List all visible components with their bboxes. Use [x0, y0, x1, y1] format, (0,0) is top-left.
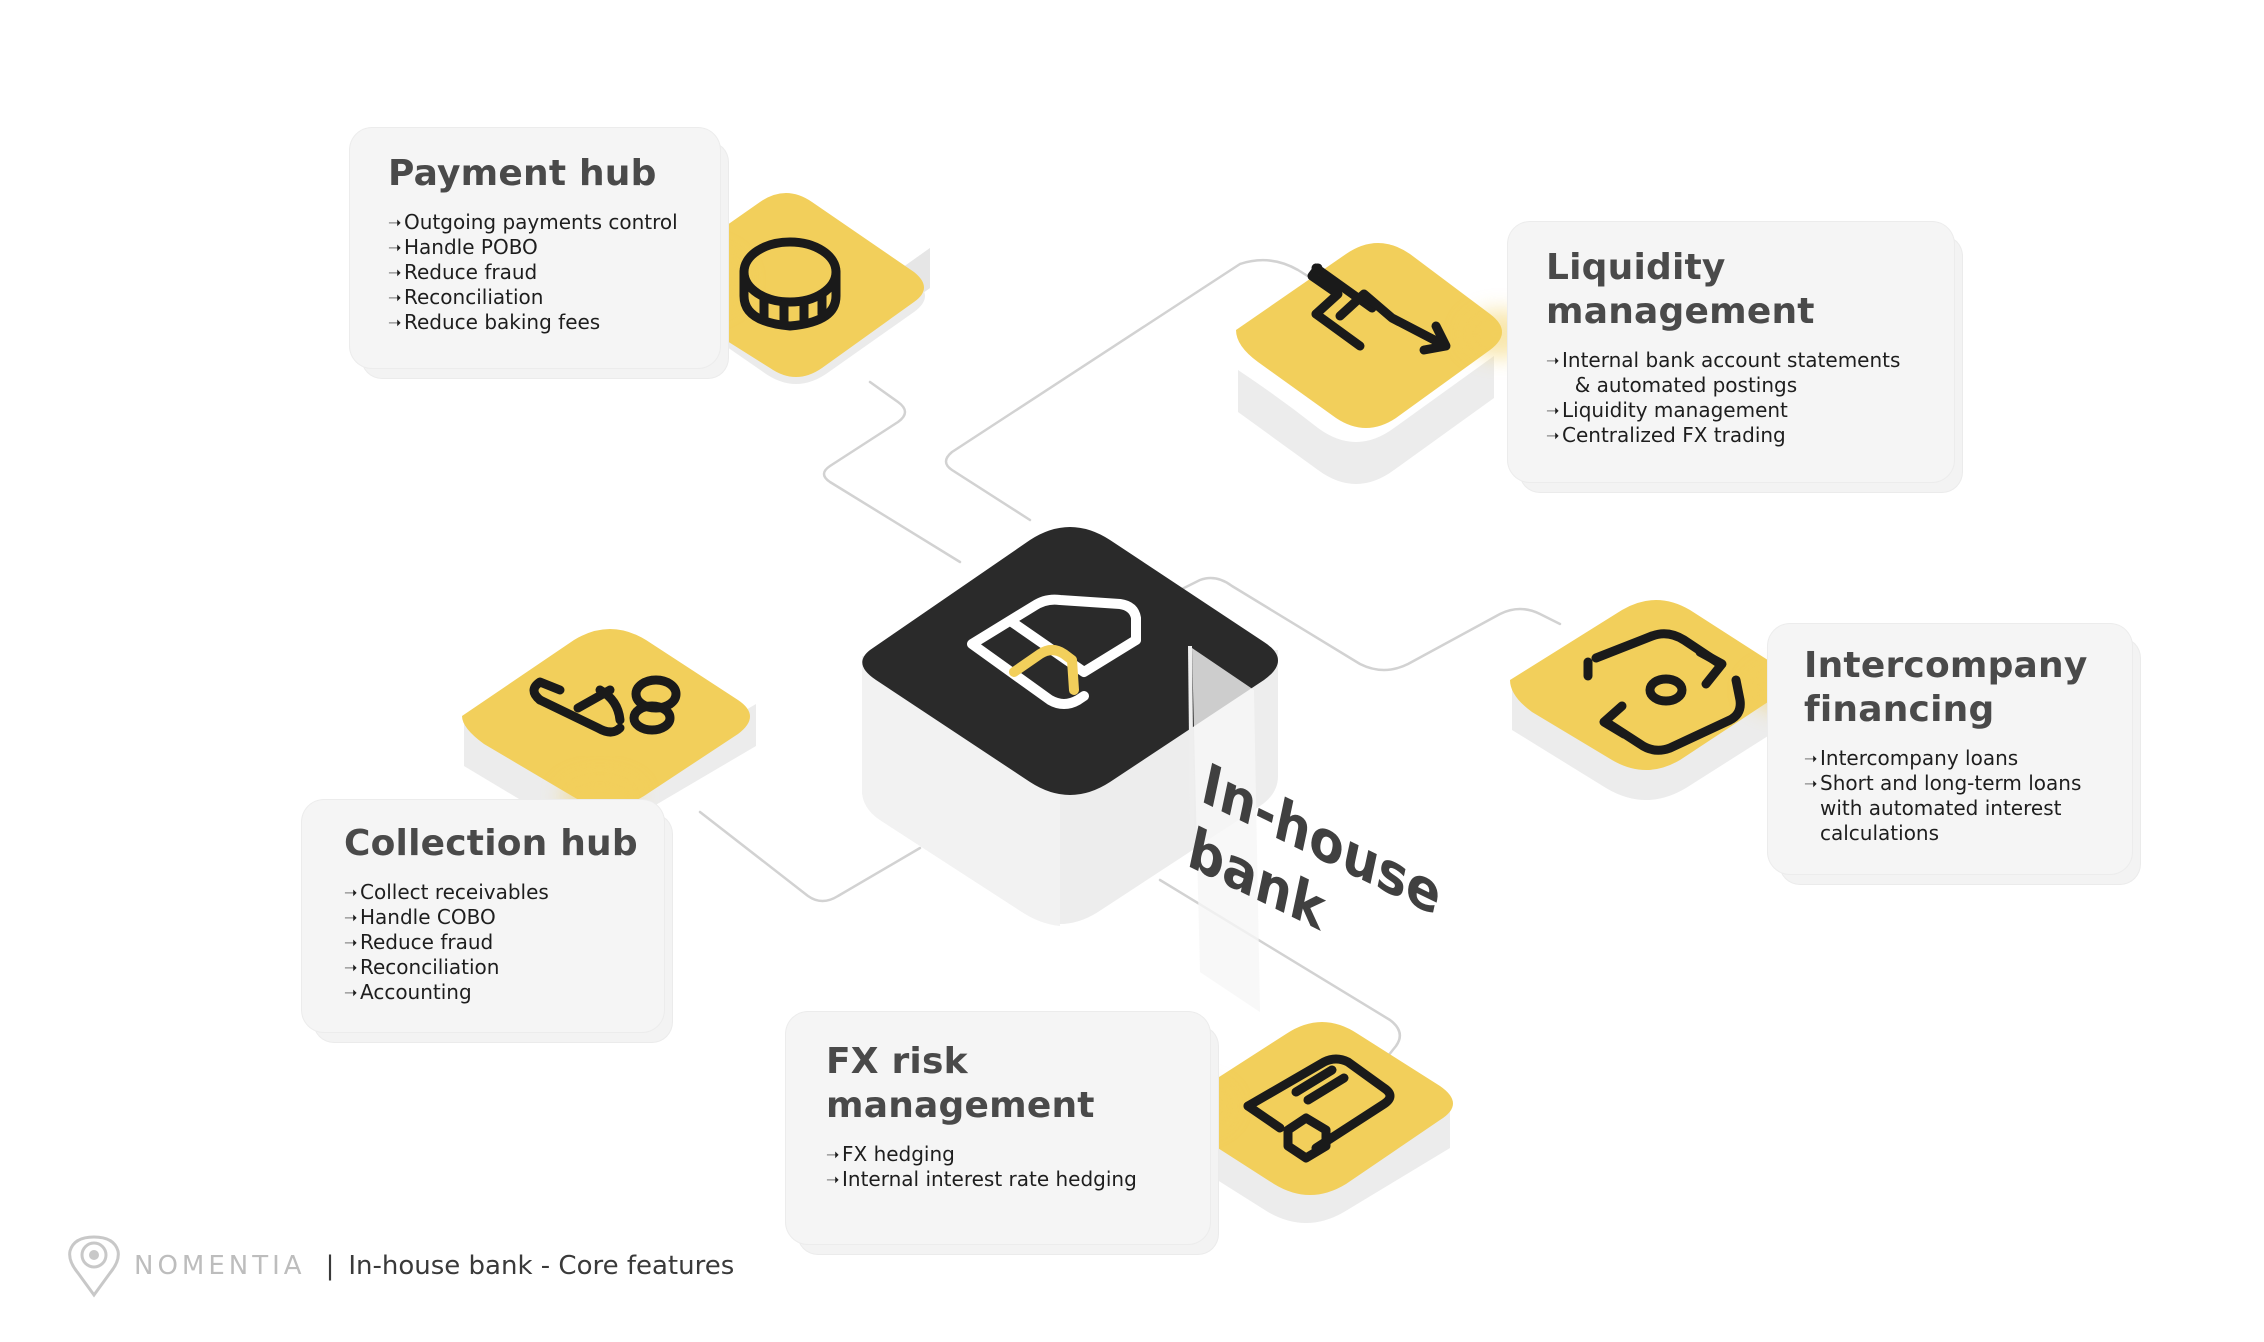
payment-hub-card: Payment hub ➝Outgoing payments control ➝… — [350, 128, 720, 368]
list-item: with automated interest — [1820, 796, 2062, 820]
house-icon — [967, 594, 1141, 709]
arrow-right-icon: ➝ — [388, 288, 402, 307]
arrow-right-icon: ➝ — [1546, 401, 1560, 420]
list-item: ➝Handle POBO — [388, 235, 538, 259]
center-block — [862, 527, 1278, 1012]
arrow-right-icon: ➝ — [1546, 351, 1560, 370]
list-item: calculations — [1820, 821, 1940, 845]
list-item: & automated postings — [1562, 373, 1798, 397]
arrow-right-icon: ➝ — [344, 933, 358, 952]
list-item: ➝Outgoing payments control — [388, 210, 678, 234]
arrow-right-icon: ➝ — [826, 1170, 840, 1189]
list-item: ➝Collect receivables — [344, 880, 549, 904]
arrow-right-icon: ➝ — [388, 313, 402, 332]
list-item: ➝Short and long-term loans — [1804, 771, 2082, 795]
arrow-right-icon: ➝ — [344, 958, 358, 977]
list-item: ➝Reconciliation — [344, 955, 500, 979]
document-shield-icon — [1243, 1054, 1395, 1163]
liquidity-list: ➝Internal bank account statements & auto… — [1546, 348, 1954, 448]
footer-caption: In-house bank - Core features — [348, 1251, 735, 1281]
footer: NOMENTIA | In-house bank - Core features — [64, 1235, 735, 1298]
intercompany-list: ➝Intercompany loans ➝Short and long-term… — [1804, 746, 2132, 846]
arrow-right-icon: ➝ — [344, 908, 358, 927]
arrow-right-icon: ➝ — [1804, 749, 1818, 768]
list-item: ➝Liquidity management — [1546, 398, 1788, 422]
arrow-right-icon: ➝ — [388, 213, 402, 232]
list-item: ➝Reduce baking fees — [388, 310, 601, 334]
connector-fx — [1158, 878, 1402, 1058]
brand-name: NOMENTIA — [134, 1251, 306, 1281]
connector-liquidity — [944, 258, 1332, 522]
list-item: ➝Reconciliation — [388, 285, 544, 309]
collection-hub-card: Collection hub ➝Collect receivables ➝Han… — [302, 800, 664, 1032]
payment-hub-list: ➝Outgoing payments control ➝Handle POBO … — [388, 210, 720, 335]
liquidity-tile — [1236, 243, 1536, 484]
exchange-cycle-icon — [1583, 629, 1745, 755]
connector-collection — [698, 810, 922, 903]
arrow-right-icon: ➝ — [388, 263, 402, 282]
list-item: ➝Accounting — [344, 980, 472, 1004]
trend-arrow-icon — [1307, 263, 1451, 355]
arrow-right-icon: ➝ — [1804, 774, 1818, 793]
list-item: ➝Internal interest rate hedging — [826, 1167, 1137, 1191]
intercompany-tile — [1510, 600, 1812, 800]
list-item: ➝Handle COBO — [344, 905, 496, 929]
arrow-right-icon: ➝ — [826, 1145, 840, 1164]
footer-separator: | — [325, 1251, 335, 1281]
hand-coins-icon — [529, 675, 681, 737]
list-item: ➝Centralized FX trading — [1546, 423, 1786, 447]
list-item: ➝Internal bank account statements — [1546, 348, 1901, 372]
payment-hub-title: Payment hub — [388, 153, 657, 194]
list-item: ➝Intercompany loans — [1804, 746, 2019, 770]
arrow-right-icon: ➝ — [1546, 426, 1560, 445]
collection-hub-list: ➝Collect receivables ➝Handle COBO ➝Reduc… — [344, 880, 664, 1005]
coin-icon — [739, 237, 841, 331]
fx-list: ➝FX hedging ➝Internal interest rate hedg… — [826, 1142, 1210, 1192]
list-item: ➝FX hedging — [826, 1142, 955, 1166]
location-pin-icon — [68, 1235, 120, 1298]
list-item: ➝Reduce fraud — [344, 930, 494, 954]
connector-payment — [822, 380, 962, 564]
arrow-right-icon: ➝ — [388, 238, 402, 257]
arrow-right-icon: ➝ — [344, 883, 358, 902]
connector-intercompany — [1178, 576, 1562, 672]
connector-lines — [698, 258, 1562, 1058]
arrow-right-icon: ➝ — [344, 983, 358, 1002]
list-item: ➝Reduce fraud — [388, 260, 538, 284]
collection-hub-title: Collection hub — [344, 823, 638, 864]
